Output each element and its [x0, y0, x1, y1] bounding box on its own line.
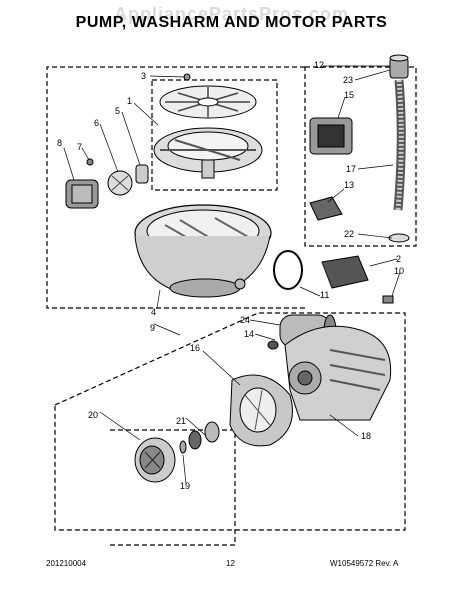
vent-assembly-border — [304, 66, 417, 247]
callout-3: 3 — [141, 71, 146, 81]
callout-1: 1 — [127, 96, 132, 106]
left-small-parts — [65, 158, 149, 209]
watermark: AppliancePartsPros.com — [113, 4, 350, 24]
pump-housing-border — [110, 429, 236, 546]
bracket-part — [321, 255, 394, 304]
washarm-part — [153, 73, 263, 179]
callout-6: 6 — [94, 118, 99, 128]
motor-assembly-border — [54, 312, 406, 531]
callout-17: 17 — [346, 164, 356, 174]
gasket-ring-part — [273, 250, 303, 290]
callout-20: 20 — [88, 410, 98, 420]
callout-21: 21 — [176, 416, 186, 426]
callout-8: 8 — [57, 138, 62, 148]
pump-housing-part — [229, 374, 293, 447]
footer-page-number: 12 — [226, 559, 235, 568]
callout-7: 7 — [77, 142, 82, 152]
callout-19: 19 — [180, 481, 190, 491]
motor-part — [267, 314, 392, 421]
footer-part-info: W10549572 Rev. A — [330, 559, 399, 568]
callout-2: 2 — [396, 254, 401, 264]
diagram-title: PUMP, WASHARM AND MOTOR PARTS — [75, 14, 388, 31]
callout-16: 16 — [190, 343, 200, 353]
sump-assembly-part — [134, 204, 272, 298]
leader-lines — [63, 65, 401, 485]
callout-12: 12 — [314, 60, 324, 70]
footer-doc-number: 201210004 — [46, 559, 87, 568]
callout-11: 11 — [320, 290, 329, 300]
callout-23: 23 — [343, 75, 353, 85]
washarm-assembly-border — [151, 79, 278, 191]
impeller-parts — [134, 421, 220, 483]
callout-18: 18 — [361, 431, 371, 441]
callout-14: 14 — [244, 329, 254, 339]
callout-15: 15 — [344, 90, 354, 100]
callout-22: 22 — [344, 229, 354, 239]
vent-assembly-part — [309, 54, 410, 243]
callout-9: 9 — [150, 323, 155, 333]
callout-labels: 3 1 5 6 7 8 4 9 12 23 15 17 13 22 2 10 1… — [57, 60, 404, 491]
callout-13: 13 — [344, 180, 354, 190]
group-borders — [46, 66, 417, 546]
callout-5: 5 — [115, 106, 120, 116]
main-assembly-border — [46, 66, 305, 309]
callout-24: 24 — [240, 315, 250, 325]
callout-4: 4 — [151, 307, 156, 317]
callout-10: 10 — [394, 266, 404, 276]
